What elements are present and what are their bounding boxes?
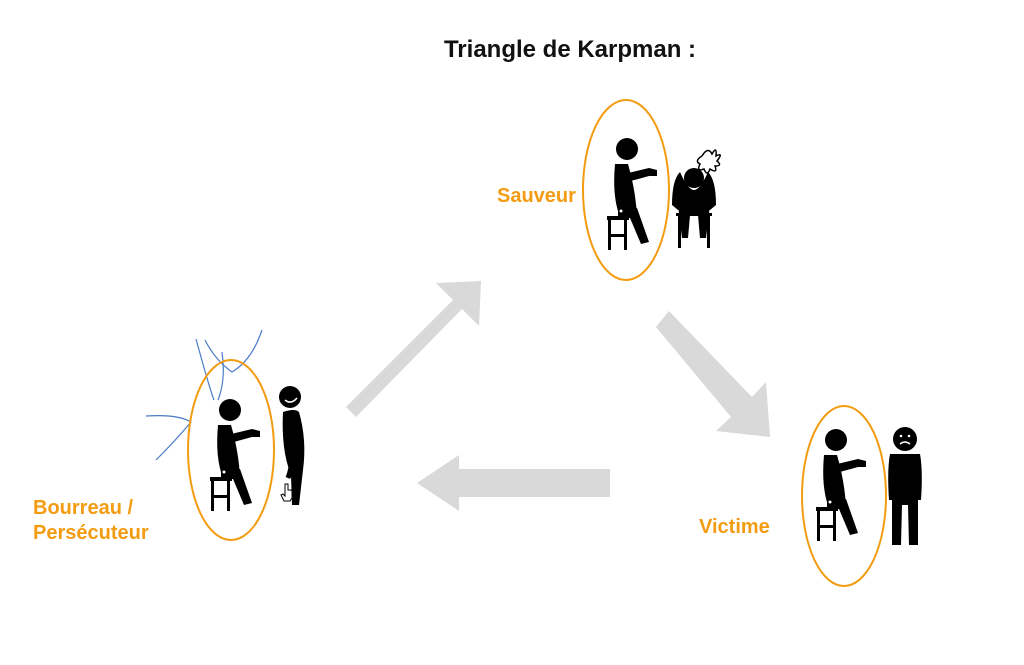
sauveur-group xyxy=(582,99,721,281)
sauveur-ellipse xyxy=(582,99,670,281)
bourreau-group xyxy=(145,329,305,541)
arrow-victime-to-bourreau xyxy=(417,455,610,511)
diagram-title: Triangle de Karpman : xyxy=(443,36,697,63)
frowning-standing-person-icon xyxy=(888,427,922,545)
arrow-sauveur-to-victime xyxy=(656,311,770,437)
label-victime: Victime xyxy=(699,516,770,538)
arrow-bourreau-to-sauveur xyxy=(346,281,481,417)
label-sauveur: Sauveur xyxy=(497,185,576,207)
sitting-person-icon xyxy=(607,138,657,250)
sitting-person-icon xyxy=(816,429,866,541)
sitting-person-icon xyxy=(210,399,260,511)
label-bourreau-line1: Bourreau / xyxy=(33,497,134,519)
sad-sitting-person-icon xyxy=(672,149,721,248)
cursor-hand-icon xyxy=(280,483,293,502)
label-bourreau: Bourreau / Persécuteur xyxy=(33,496,149,546)
scribble-lines xyxy=(145,329,263,461)
label-bourreau-line2: Persécuteur xyxy=(33,522,149,544)
bourreau-ellipse xyxy=(187,359,275,541)
victime-ellipse xyxy=(801,405,887,587)
victime-group xyxy=(801,405,922,587)
pointing-standing-person-icon xyxy=(279,386,305,505)
